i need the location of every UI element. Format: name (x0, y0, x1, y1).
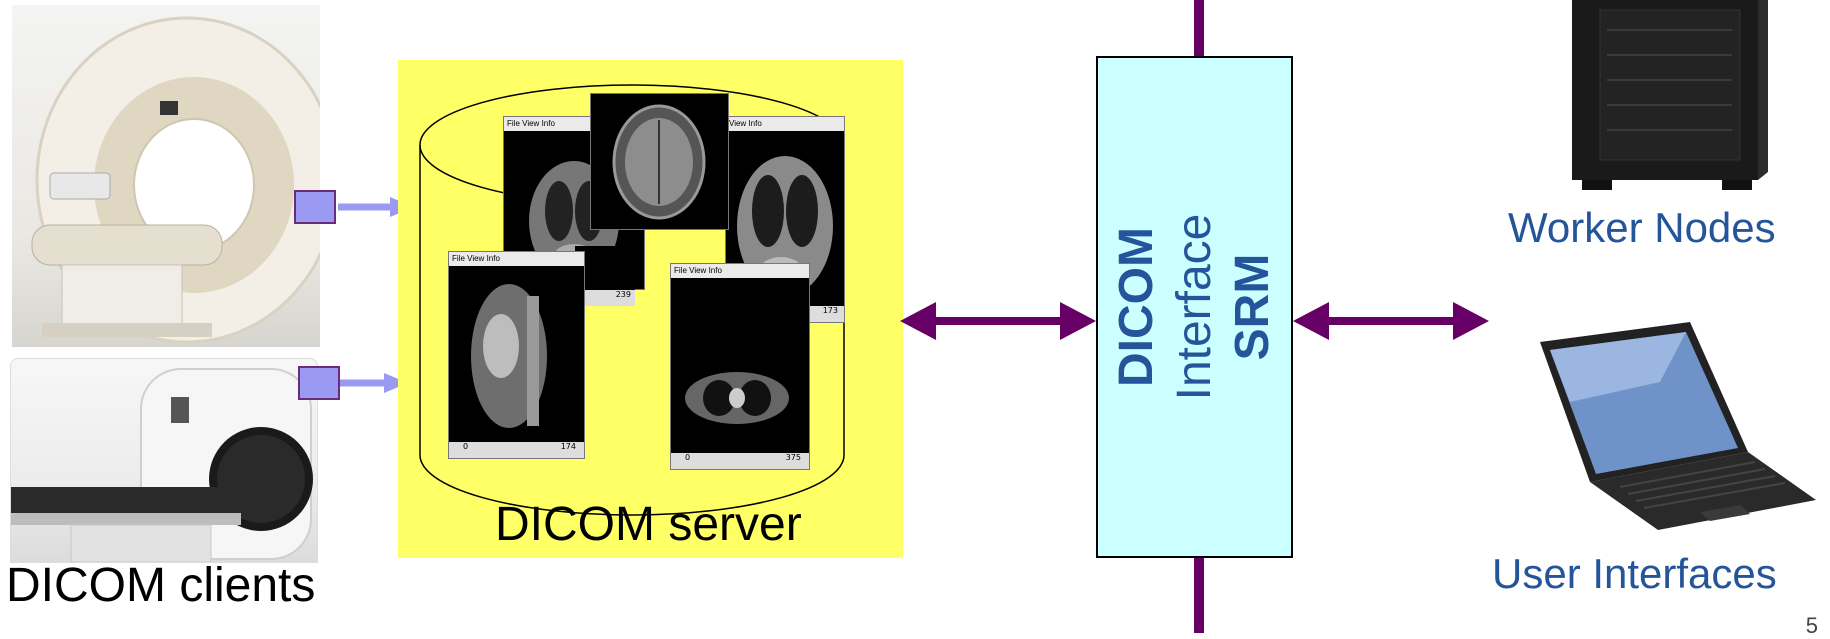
worker-nodes-label: Worker Nodes (1508, 204, 1776, 251)
client-connector-ct (298, 366, 340, 400)
mri-scanner-image (12, 5, 320, 347)
server-tower-icon (1572, 0, 1768, 190)
laptop-icon (1540, 322, 1816, 530)
dicom-server-label: DICOM server (495, 498, 802, 551)
srm-nodes-arrow (1293, 302, 1489, 340)
bottom-connection-line (1194, 558, 1204, 633)
server-srm-arrow (900, 302, 1096, 340)
user-interfaces-label: User Interfaces (1492, 550, 1777, 597)
ct-scanner-image (10, 358, 318, 563)
client-connector-mri (294, 190, 336, 224)
dicom-clients-label: DICOM clients (6, 559, 316, 612)
viewer-window-brain (590, 93, 729, 230)
top-connection-line (1194, 0, 1204, 58)
page-number: 5 (1805, 613, 1818, 638)
srm-label: DICOM Interface SRM (1109, 213, 1279, 401)
viewer-fragment: 239 (575, 246, 635, 306)
srm-interface-box: DICOM Interface SRM (1096, 56, 1293, 558)
